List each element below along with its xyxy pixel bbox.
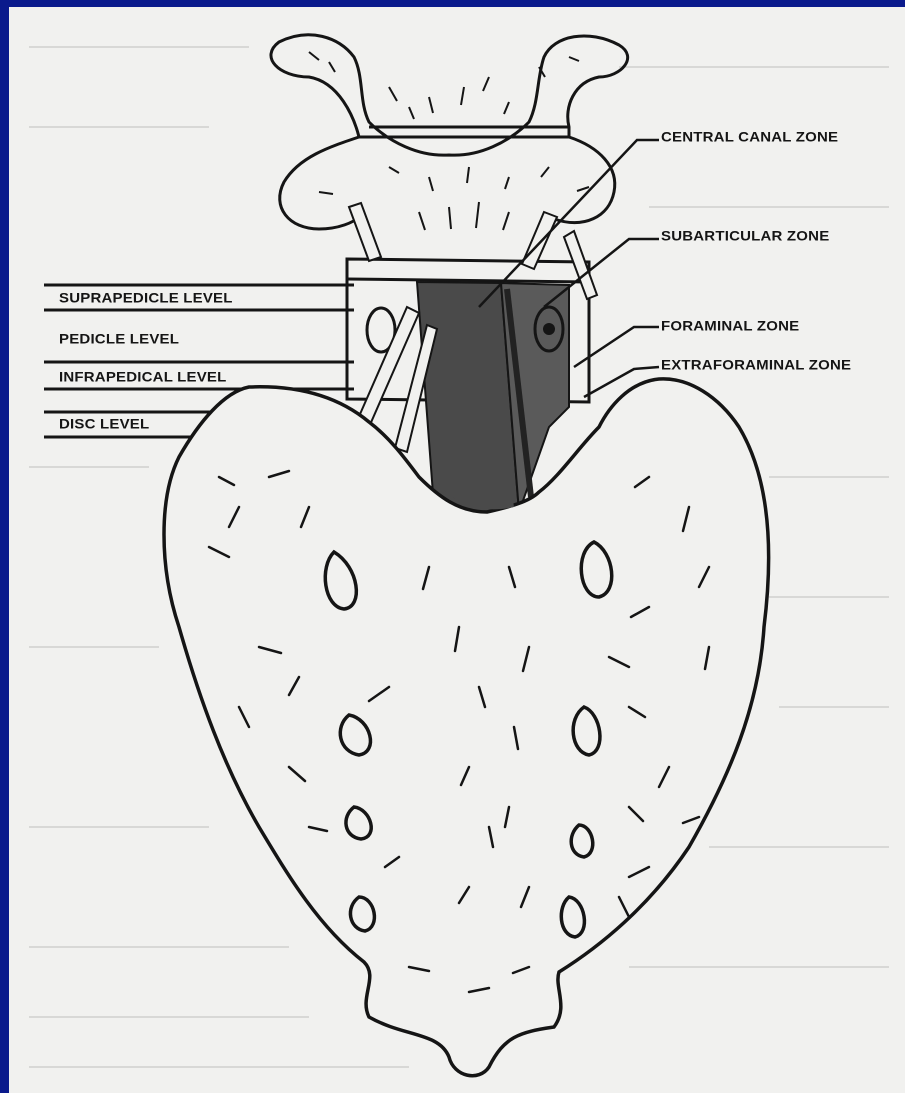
label-central-canal-zone: CENTRAL CANAL ZONE [661, 130, 838, 145]
label-subarticular-zone: SUBARTICULAR ZONE [661, 229, 829, 244]
label-suprapedicle-level: SUPRAPEDICLE LEVEL [59, 291, 233, 306]
label-pedicle-level: PEDICLE LEVEL [59, 332, 179, 347]
pedicle-right-core [543, 323, 555, 335]
label-extraforaminal-zone: EXTRAFORAMINAL ZONE [661, 358, 851, 373]
label-foraminal-zone: FORAMINAL ZONE [661, 319, 799, 334]
label-infrapedical-level: INFRAPEDICAL LEVEL [59, 370, 227, 385]
vertebra-outline [271, 35, 628, 229]
diagram-panel: SUPRAPEDICLE LEVEL PEDICLE LEVEL INFRAPE… [9, 7, 905, 1093]
label-disc-level: DISC LEVEL [59, 417, 149, 432]
spine-illustration [9, 7, 905, 1093]
